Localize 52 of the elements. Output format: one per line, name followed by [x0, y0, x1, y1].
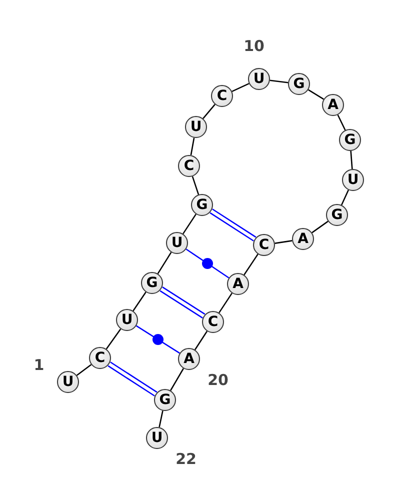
backbone-line: [312, 220, 328, 234]
nucleotide-circle: C: [211, 85, 233, 107]
nucleotide-circle: A: [322, 94, 344, 116]
backbone-line: [194, 330, 208, 350]
backbone-line: [337, 114, 346, 130]
backbone-line: [106, 328, 122, 350]
backbone-line: [157, 252, 172, 274]
nucleotide-circle: A: [227, 273, 249, 295]
position-number: 20: [208, 371, 228, 389]
base-pair-line: [107, 361, 158, 397]
base-pair-line: [186, 248, 230, 278]
nucleotide-circle: C: [178, 155, 200, 177]
position-number: 10: [244, 37, 264, 55]
nucleotide-circle: G: [326, 204, 348, 226]
base-pair-line: [159, 286, 206, 319]
nucleotide-circle: C: [89, 347, 111, 369]
backbone-line: [308, 89, 324, 100]
backbone-line: [274, 240, 292, 244]
nucleotide-circle: C: [202, 311, 224, 333]
backbone-line: [190, 138, 195, 156]
nucleotide-circle: G: [154, 389, 176, 411]
backbone-line: [340, 190, 350, 206]
nucleotide-circle: U: [146, 427, 168, 449]
nucleotide-circle: U: [248, 68, 270, 90]
nucleotide-circle: U: [116, 309, 138, 331]
position-number: 1: [34, 356, 44, 374]
backbone-line: [350, 150, 353, 170]
backbone-line: [158, 410, 164, 428]
nucleotide-circle: G: [288, 73, 310, 95]
backbone-line: [76, 364, 92, 376]
backbone-line: [132, 292, 146, 312]
base-pair-line: [136, 325, 180, 354]
nucleotide-circle: U: [166, 232, 188, 254]
nucleotide-circle: A: [178, 348, 200, 370]
backbone-line: [270, 80, 288, 84]
nucleotide-circle: U: [342, 169, 364, 191]
nucleotide-circle: G: [339, 129, 361, 151]
base-pair-line: [209, 208, 257, 242]
nucleotide-circle: A: [292, 228, 314, 250]
backbone-line: [232, 83, 250, 92]
backbone-line: [244, 254, 258, 276]
backbone-line: [192, 176, 200, 195]
nucleotide-circle: C: [253, 234, 275, 256]
nucleotide-circle: U: [185, 116, 207, 138]
position-number: 22: [176, 450, 196, 468]
backbone-line: [182, 214, 196, 234]
backbone-line: [218, 292, 232, 314]
backbone-line: [202, 104, 216, 119]
nucleotide-circle: G: [141, 272, 163, 294]
backbone-line: [170, 368, 184, 391]
nucleotide-circle: U: [57, 371, 79, 393]
nucleotide-circle: G: [191, 194, 213, 216]
